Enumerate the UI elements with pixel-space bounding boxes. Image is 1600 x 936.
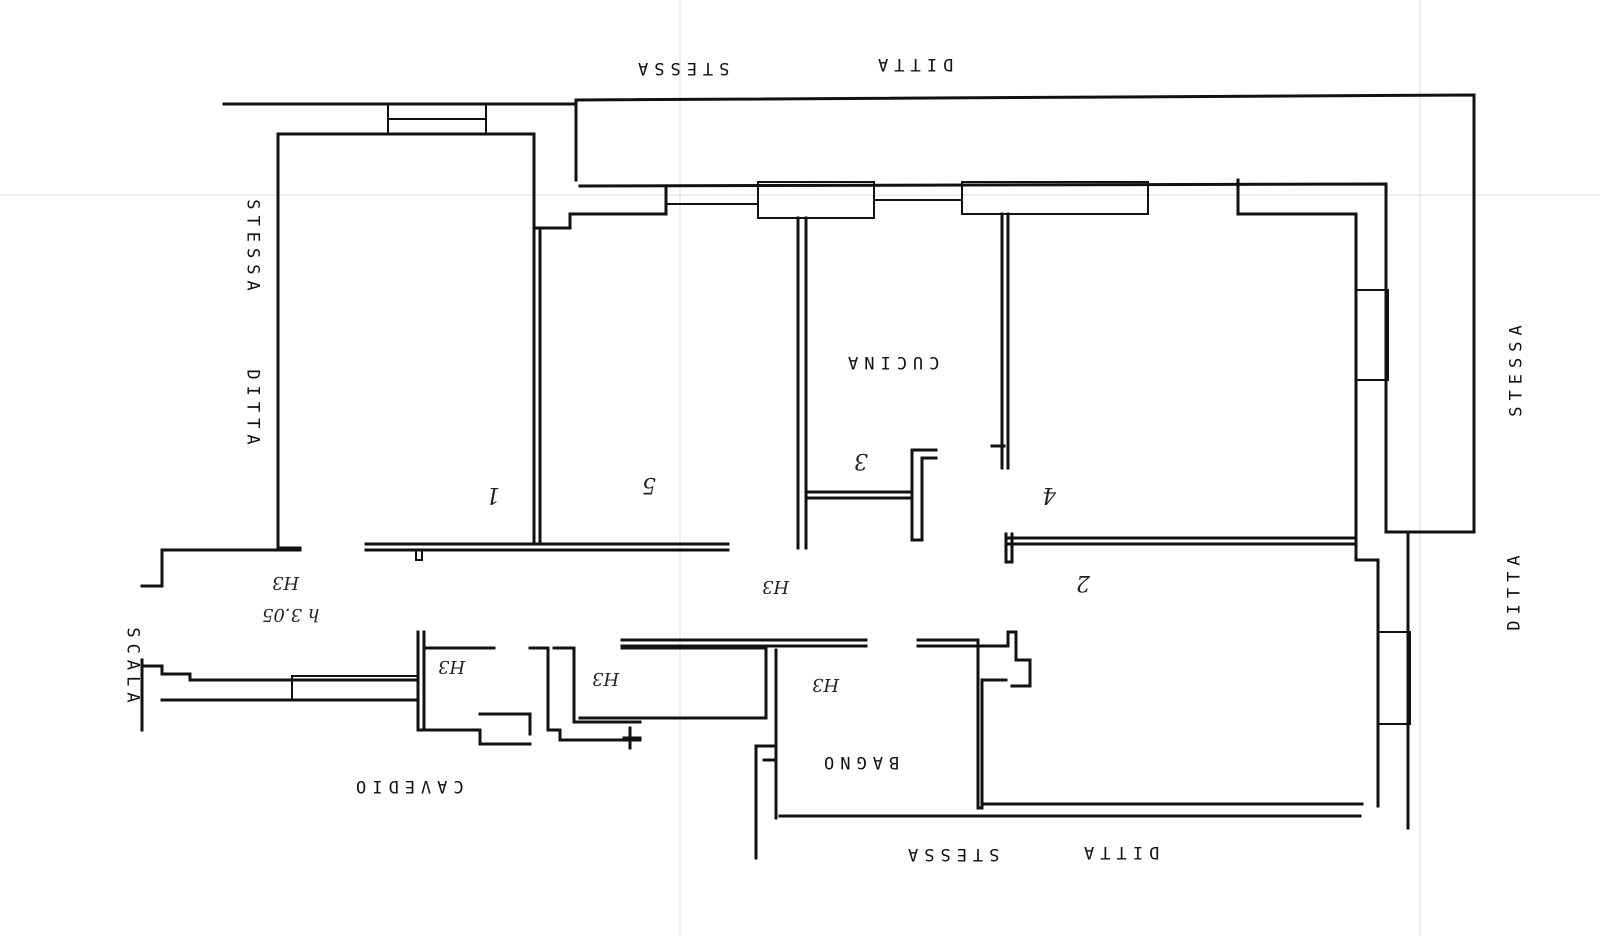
room-number-1: 1 (486, 482, 500, 507)
label-left-stessa: STESSA (242, 199, 263, 297)
label-cavedio: CAVEDIO (350, 776, 464, 796)
label-top-stessa: STESSA (632, 58, 730, 78)
note-wc-h: H3 (438, 656, 466, 677)
label-right-ditta: DITTA (1504, 549, 1525, 631)
label-bagno: BAGNO (818, 752, 900, 772)
label-top-ditta: DITTA (872, 54, 954, 74)
note-bagno-h: H3 (812, 674, 840, 695)
note-ingresso-h: H3 (272, 572, 300, 593)
note-dis-h: H3 (592, 668, 620, 689)
label-left-edge: SCALA (122, 627, 143, 709)
label-bottom-ditta: DITTA (1078, 842, 1160, 862)
room-number-2: 2 (1076, 570, 1090, 595)
room-number-4: 4 (1042, 482, 1056, 507)
note-ingresso-dim: h 3.05 (262, 604, 320, 625)
label-cucina: CUCINA (842, 352, 940, 372)
room-number-5: 5 (642, 472, 656, 497)
label-left-ditta: DITTA (242, 369, 263, 451)
label-right-stessa: STESSA (1506, 319, 1527, 417)
note-corridoio-h: H3 (762, 576, 790, 597)
room-number-3: 3 (854, 448, 868, 473)
label-bottom-stessa: STESSA (902, 844, 1000, 864)
